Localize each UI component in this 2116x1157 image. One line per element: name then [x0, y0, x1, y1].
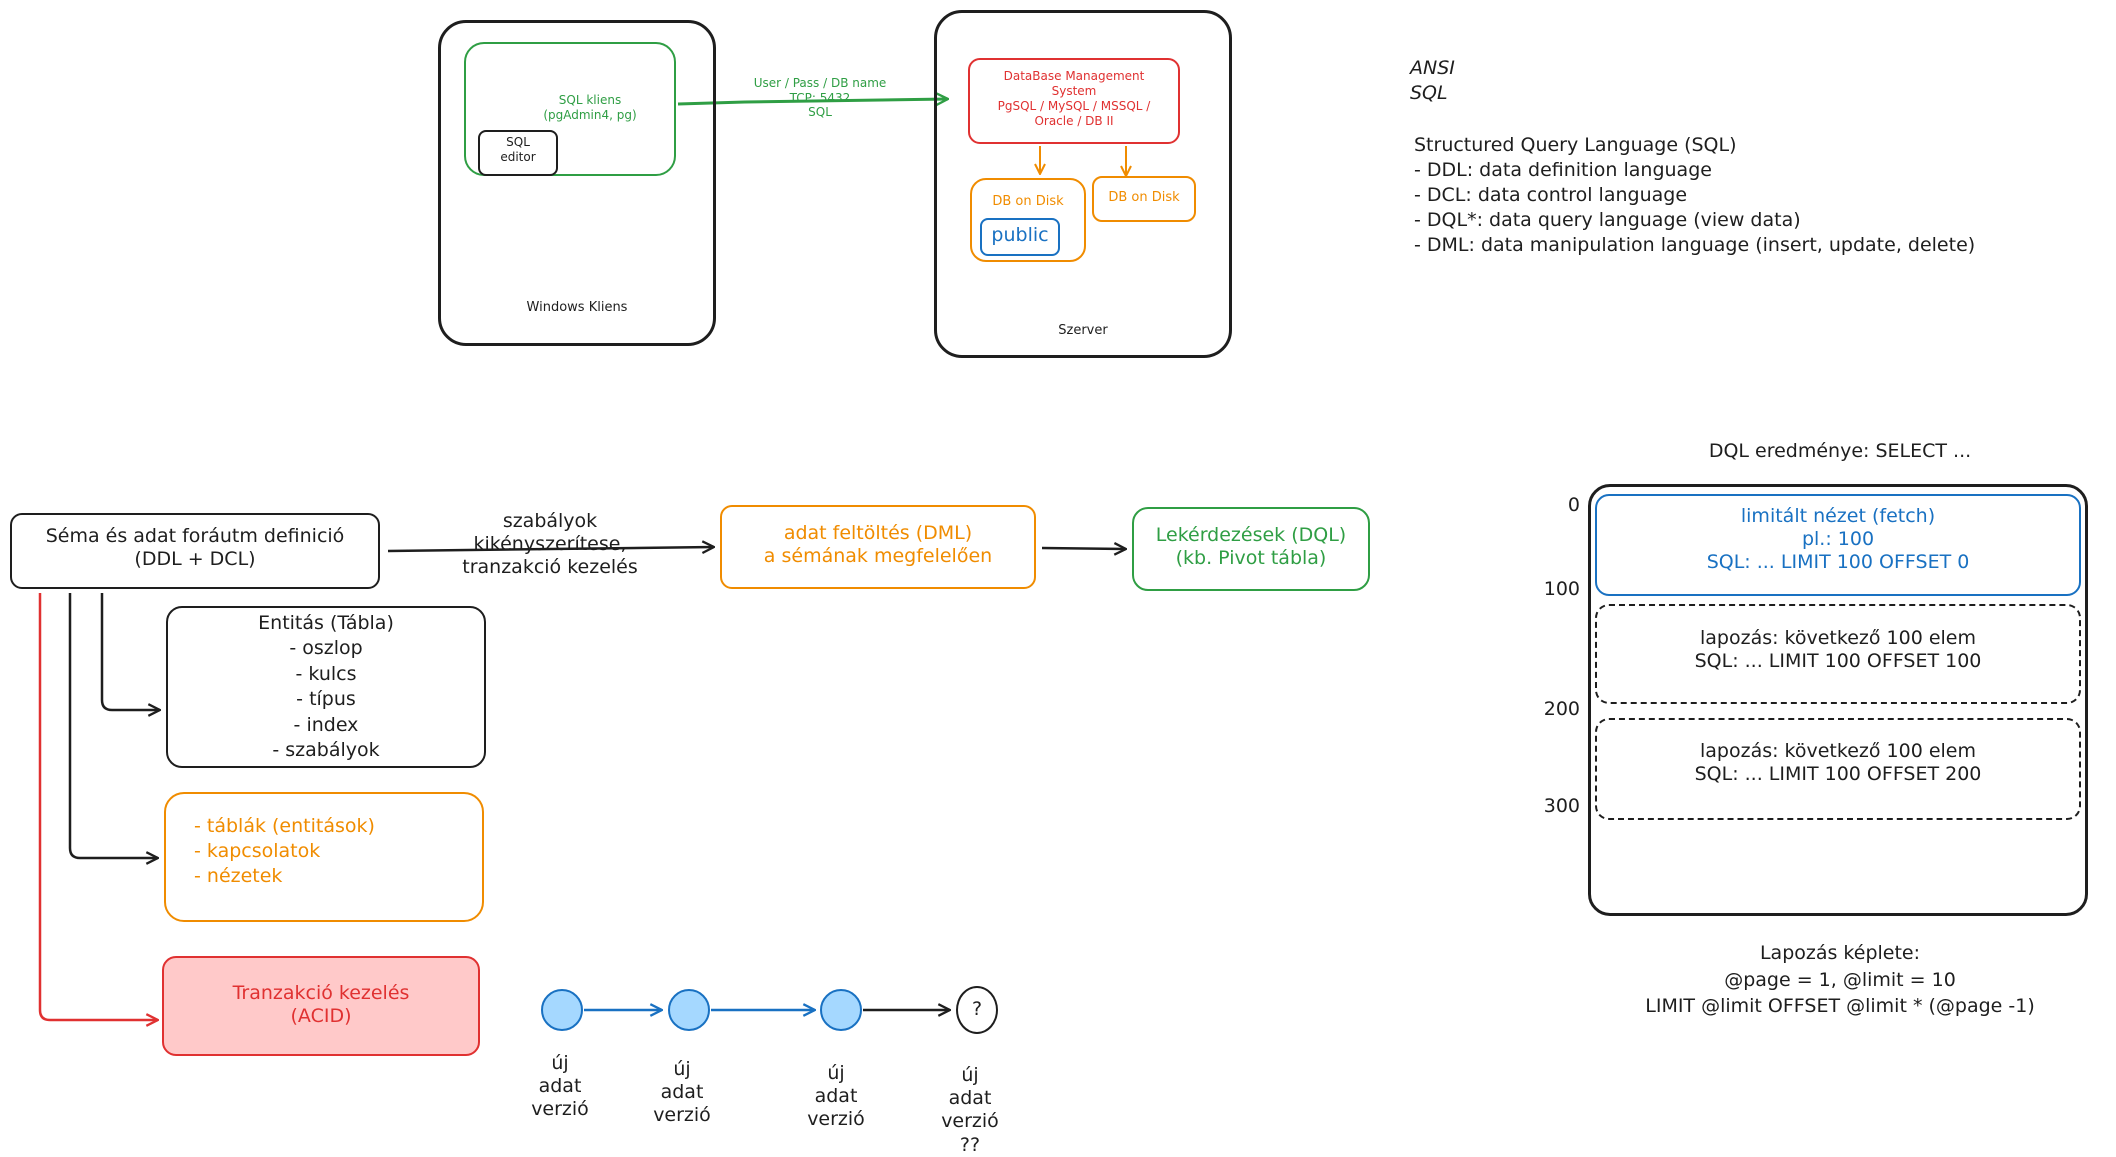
version-node-unknown: [956, 986, 998, 1034]
db-on-disk-2-label: DB on Disk: [1108, 190, 1180, 205]
schema-items-label: - táblák (entitások) - kapcsolatok - néz…: [194, 815, 375, 888]
rules-arrow-label: szabályok kikényszerítese, tranzakció ke…: [462, 510, 638, 579]
data-upload-label: adat feltöltés (DML) a sémának megfelelő…: [763, 522, 993, 568]
public-schema-box[interactable]: [980, 218, 1060, 256]
sql-item-dml: - DML: data manipulation language (inser…: [1414, 234, 1976, 256]
sql-editor-label: SQL editor: [500, 135, 536, 164]
dbms-label: DataBase Management System PgSQL / MySQL…: [997, 69, 1151, 128]
entity-box[interactable]: [166, 606, 486, 768]
schema-items-box[interactable]: [164, 792, 484, 922]
paging-title: DQL eredménye: SELECT ...: [1708, 440, 1972, 462]
schema-to-items-arrow: [68, 593, 158, 858]
schema-definition-label: Séma és adat foráutm definició (DDL + DC…: [45, 525, 345, 571]
client-to-dbms-arrow: [677, 99, 948, 104]
data-upload-box[interactable]: [720, 505, 1036, 589]
sql-item-dql: - DQL*: data query language (view data): [1414, 209, 1801, 231]
sql-editor-box[interactable]: [478, 130, 558, 176]
connection-label: User / Pass / DB name TCP: 5432 SQL: [753, 76, 887, 120]
page-box-1-label: lapozás: következő 100 elem SQL: ... LIM…: [1694, 627, 1982, 673]
public-schema-label: public: [991, 224, 1049, 246]
db-on-disk-1-box[interactable]: [970, 178, 1086, 262]
schema-to-transaction-arrow: [38, 593, 158, 1020]
sql-heading: Structured Query Language (SQL): [1414, 134, 1737, 156]
sql-item-ddl: - DDL: data definition language: [1414, 159, 1712, 181]
windows-client-label: Windows Kliens: [526, 300, 628, 315]
server-frame: [934, 10, 1232, 358]
transaction-label: Tranzakció kezelés (ACID): [232, 982, 410, 1028]
page-box-1[interactable]: [1595, 604, 2081, 704]
axis-tick-200: 200: [1543, 698, 1580, 720]
axis-tick-300: 300: [1543, 795, 1580, 817]
paging-formula: Lapozás képlete: @page = 1, @limit = 10 …: [1645, 942, 2035, 1018]
entity-label: Entitás (Tábla) - oszlop - kulcs - típus…: [258, 612, 394, 762]
version-node-2: [668, 989, 710, 1031]
queries-label: Lekérdezések (DQL) (kb. Pivot tábla): [1155, 524, 1347, 570]
schema-to-entity-arrow: [100, 593, 160, 710]
db-on-disk-1-label: DB on Disk: [992, 194, 1064, 209]
schema-to-upload-arrow: [387, 547, 714, 551]
version-node-unknown-label: ?: [971, 998, 983, 1020]
server-label: Szerver: [1058, 323, 1108, 338]
version-node-1: [541, 989, 583, 1031]
version-label-2: új adat verzió: [653, 1058, 711, 1127]
page-box-2-label: lapozás: következő 100 elem SQL: ... LIM…: [1694, 740, 1982, 786]
fetch-window-box[interactable]: [1595, 494, 2081, 596]
db-on-disk-2-box[interactable]: [1092, 176, 1196, 222]
page-box-2[interactable]: [1595, 718, 2081, 820]
version-label-1: új adat verzió: [531, 1052, 589, 1121]
queries-box[interactable]: [1132, 507, 1370, 591]
axis-tick-0: 0: [1567, 494, 1580, 516]
windows-client-frame: [438, 20, 716, 346]
version-label-4: új adat verzió ??: [941, 1064, 999, 1156]
schema-definition-box[interactable]: [10, 513, 380, 589]
sql-client-label: SQL kliens (pgAdmin4, pg): [543, 93, 637, 122]
dbms-box[interactable]: [968, 58, 1180, 144]
sql-item-dcl: - DCL: data control language: [1414, 184, 1688, 206]
fetch-window-label: limitált nézet (fetch) pl.: 100 SQL: ...…: [1706, 505, 1970, 574]
version-label-3: új adat verzió: [807, 1062, 865, 1131]
sql-client-box[interactable]: [464, 42, 676, 176]
axis-tick-100: 100: [1543, 578, 1580, 600]
result-set-frame: [1588, 484, 2088, 916]
transaction-box[interactable]: [162, 956, 480, 1056]
upload-to-query-arrow: [1041, 548, 1126, 549]
version-node-3: [820, 989, 862, 1031]
ansi-sql-label: ANSI SQL: [1410, 57, 1455, 104]
